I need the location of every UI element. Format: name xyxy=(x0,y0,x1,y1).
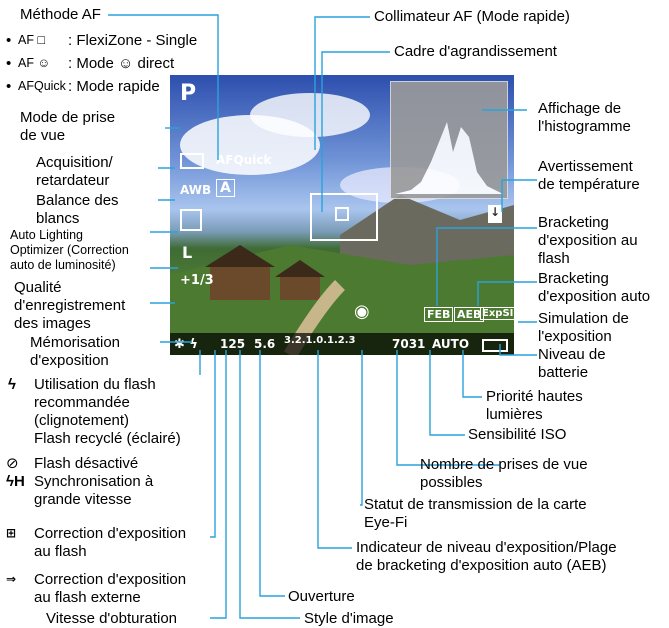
af-method-text-2: : Mode ☺ direct xyxy=(68,55,175,72)
flash-rec-2: recommandée xyxy=(34,394,130,411)
label-eyefi-2: Eye-Fi xyxy=(364,514,408,531)
label-drive-2: retardateur xyxy=(36,172,110,189)
label-histogram-1: Affichage de xyxy=(538,100,622,117)
flash-comp-2: au flash xyxy=(34,543,87,560)
drive-icon xyxy=(180,153,204,169)
label-picture-style: Style d'image xyxy=(304,610,394,627)
bullet: • xyxy=(6,78,12,95)
label-alo-3: auto de luminosité) xyxy=(10,258,116,272)
lcd-screen: P AFQuick AWB A L +1/3 ↓ FEB AEB ExpSIM … xyxy=(170,75,514,355)
label-battery-1: Niveau de xyxy=(538,346,606,363)
flash-comp-1: Correction d'exposition xyxy=(34,525,187,542)
label-aeb-1: Bracketing xyxy=(538,270,609,287)
label-histogram-2: l'histogramme xyxy=(538,118,631,135)
label-shooting-mode-2: de vue xyxy=(20,127,66,144)
aperture-display: 5.6 xyxy=(254,337,276,351)
flash-icon: ϟ xyxy=(8,376,16,393)
af-method-text-1: : FlexiZone - Single xyxy=(68,32,198,49)
label-temp-1: Avertissement xyxy=(538,158,633,175)
mode-display: P xyxy=(180,81,197,106)
label-eyefi-1: Statut de transmission de la carte xyxy=(364,496,587,513)
shots-display: 7031 xyxy=(392,337,426,351)
eyefi-icon: ◉ xyxy=(354,301,370,322)
flash-rec-3: (clignotement) xyxy=(34,412,130,429)
label-shooting-mode-1: Mode de prise xyxy=(20,109,116,126)
flash-comp-icon: ⊞ xyxy=(6,526,17,540)
label-wb-2: blancs xyxy=(36,210,80,227)
quality-display: L xyxy=(182,243,193,262)
af-method-title: Méthode AF xyxy=(20,6,101,23)
bullet: • xyxy=(6,32,12,49)
label-shutter: Vitesse d'obturation xyxy=(46,610,178,627)
label-aeb-2: d'exposition auto xyxy=(538,288,651,305)
label-alo-2: Optimizer (Correction xyxy=(10,243,129,257)
label-quality-3: des images xyxy=(14,315,91,332)
wb-display: AWB xyxy=(180,183,212,197)
label-hlt-1: Priorité hautes xyxy=(486,388,583,405)
meter-display: 3.2.1.0.1.2.3 xyxy=(284,335,356,346)
label-feb-2: d'exposition au xyxy=(538,232,638,249)
label-quality-2: d'enregistrement xyxy=(14,297,126,314)
aeb-display: AEB xyxy=(454,307,485,322)
flash-disabled: Flash désactivé xyxy=(34,455,139,472)
label-quality-1: Qualité xyxy=(14,279,62,296)
label-hlt-2: lumières xyxy=(486,406,543,423)
flash-rec-1: Utilisation du flash xyxy=(34,376,156,393)
af-quick-display: AFQuick xyxy=(216,153,272,167)
feb-display: FEB xyxy=(424,307,454,322)
af-method-icon-1: AF □ xyxy=(18,33,45,47)
ext-flash-comp-icon: ⇒ xyxy=(6,572,17,586)
bullet: • xyxy=(6,55,12,72)
label-alo-1: Auto Lighting xyxy=(10,228,83,242)
label-temp-2: de température xyxy=(538,176,640,193)
af-method-icon-2: AF ☺ xyxy=(18,56,51,70)
flash-comp-display: +1/3 xyxy=(180,273,214,288)
label-feb-3: flash xyxy=(538,250,570,267)
label-af-point: Collimateur AF (Mode rapide) xyxy=(374,8,570,25)
ext-flash-comp-1: Correction d'exposition xyxy=(34,571,187,588)
shutter-display: 125 xyxy=(220,337,246,351)
label-aperture: Ouverture xyxy=(288,588,355,605)
af-method-icon-3: AFQuick xyxy=(18,79,66,93)
label-expsim-1: Simulation de xyxy=(538,310,629,327)
label-feb-1: Bracketing xyxy=(538,214,609,231)
af-method-text-3: : Mode rapide xyxy=(68,78,160,95)
label-ae-lock-2: d'exposition xyxy=(30,352,109,369)
label-magnify: Cadre d'agrandissement xyxy=(394,43,557,60)
label-battery-2: batterie xyxy=(538,364,589,381)
ext-flash-comp-2: au flash externe xyxy=(34,589,141,606)
histogram xyxy=(390,81,508,199)
alo-icon xyxy=(180,209,202,231)
label-iso: Sensibilité ISO xyxy=(468,426,567,443)
hss-2: grande vitesse xyxy=(34,491,132,508)
label-shots-2: possibles xyxy=(420,474,483,491)
label-meter-2: de bracketing d'exposition auto (AEB) xyxy=(356,557,607,574)
picture-style-display: A xyxy=(216,179,235,197)
temp-icon: ↓ xyxy=(488,205,502,223)
hss-1: Synchronisation à xyxy=(34,473,154,490)
label-ae-lock-1: Mémorisation xyxy=(30,334,121,351)
label-meter-1: Indicateur de niveau d'exposition/Plage xyxy=(356,539,617,556)
af-point xyxy=(335,207,349,221)
iso-display: AUTO xyxy=(432,337,470,351)
label-drive-1: Acquisition/ xyxy=(36,154,113,171)
flash-rec-4: Flash recyclé (éclairé) xyxy=(34,430,181,447)
label-expsim-2: l'exposition xyxy=(538,328,612,345)
scene xyxy=(170,93,514,355)
info-bar xyxy=(170,333,514,355)
af-point-frame xyxy=(310,193,378,241)
expsim-display: ExpSIM xyxy=(480,307,514,320)
hss-icon: ϟH xyxy=(6,473,25,490)
ae-lock-display: ✱ ϟ xyxy=(174,337,198,352)
label-wb-1: Balance des xyxy=(36,192,119,209)
label-shots-1: Nombre de prises de vue xyxy=(420,456,588,473)
battery-icon xyxy=(482,339,508,352)
flash-off-icon: ⊘ xyxy=(6,455,19,472)
